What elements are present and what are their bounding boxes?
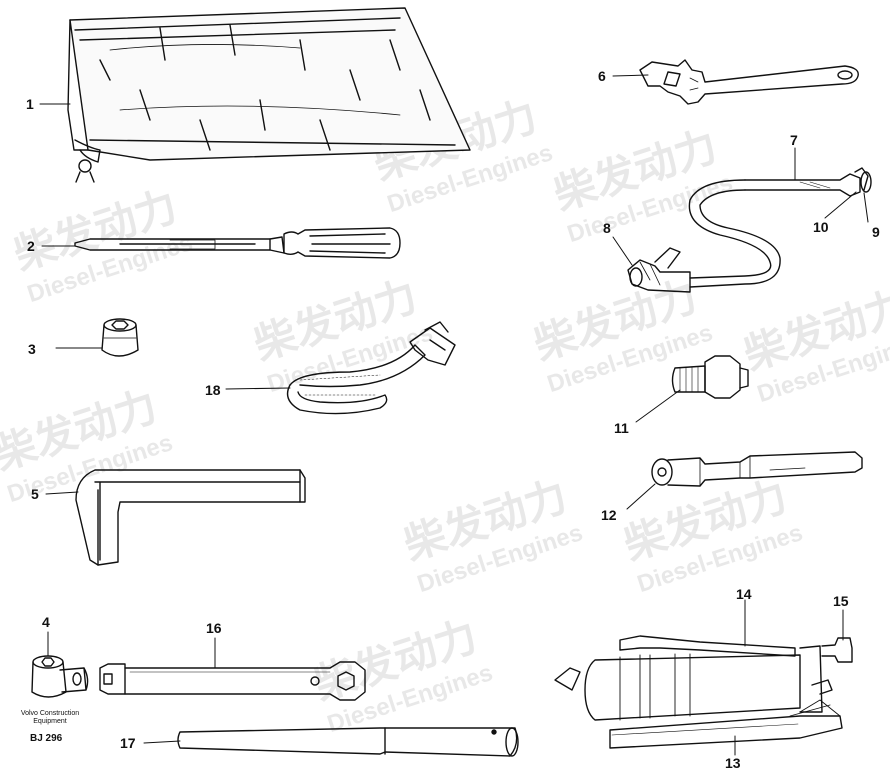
part-number-12: 12 <box>601 507 617 523</box>
socket-drawing <box>101 318 139 357</box>
part-number-6: 6 <box>598 68 606 84</box>
watermark: 柴发动力 Diesel-Engines <box>618 472 806 598</box>
nipple-bolt-drawing <box>671 355 749 399</box>
part-number-5: 5 <box>31 486 39 502</box>
watermark: 柴发动力 Diesel-Engines <box>548 122 736 248</box>
adjustable-wrench-drawing <box>639 59 859 105</box>
watermark: 柴发动力 Diesel-Engines <box>0 382 176 508</box>
company-line-1: Volvo Construction <box>20 710 80 717</box>
grease-gun-drawing <box>554 635 853 749</box>
watermark: 柴发动力 Diesel-Engines <box>528 272 716 398</box>
part-number-8: 8 <box>603 220 611 236</box>
part-number-2: 2 <box>27 238 35 254</box>
part-number-15: 15 <box>833 593 849 609</box>
part-number-13: 13 <box>725 755 741 771</box>
air-hose-drawing <box>627 167 872 293</box>
part-number-3: 3 <box>28 341 36 357</box>
tire-gauge-drawing <box>651 451 863 487</box>
watermark: 柴发动力 Diesel-Engines <box>398 472 586 598</box>
wrench-extension-drawing <box>99 661 366 701</box>
part-number-16: 16 <box>206 620 222 636</box>
part-number-4: 4 <box>42 614 50 630</box>
part-number-10: 10 <box>813 219 829 235</box>
drawing-code: BJ 296 <box>30 733 63 744</box>
part-number-11: 11 <box>614 420 629 436</box>
company-note: Volvo Construction Equipment <box>14 710 86 726</box>
part-number-14: 14 <box>736 586 752 602</box>
part-number-18: 18 <box>205 382 221 398</box>
part-number-9: 9 <box>872 224 880 240</box>
small-socket-drawing <box>31 655 89 698</box>
hex-key-drawing <box>75 469 306 566</box>
leader-lines <box>39 74 869 756</box>
strap-wrench-drawing <box>286 321 456 415</box>
tool-bag-drawing <box>67 7 471 183</box>
part-number-1: 1 <box>26 96 34 112</box>
watermark: 柴发动力 Diesel-Engines <box>738 282 890 408</box>
part-number-17: 17 <box>120 735 136 751</box>
part-number-7: 7 <box>790 132 798 148</box>
tommy-bar-drawing <box>177 727 519 757</box>
watermark: 柴发动力 Diesel-Engines <box>308 612 496 738</box>
watermark: 柴发动力 Diesel-Engines <box>248 272 436 398</box>
company-line-2: Equipment <box>33 718 67 726</box>
